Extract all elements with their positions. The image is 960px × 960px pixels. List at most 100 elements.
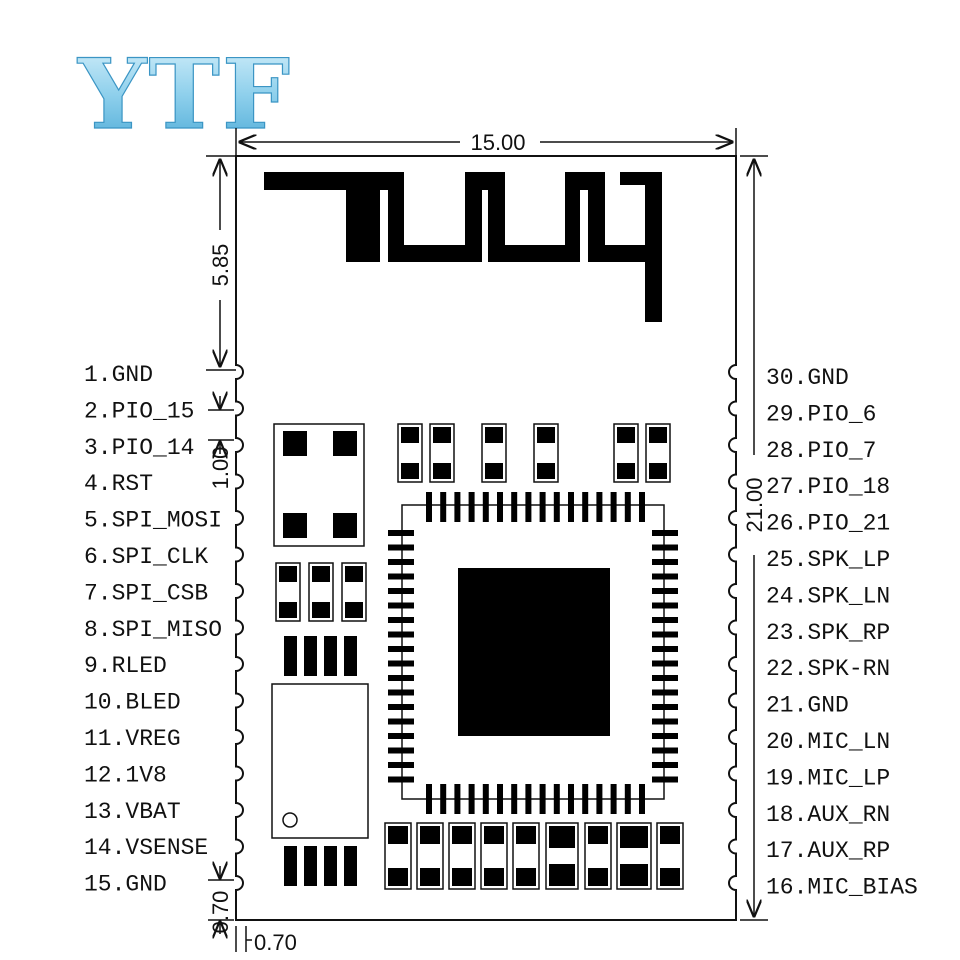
right-pin-label: 19.MIC_LP xyxy=(766,765,890,791)
chip-pin xyxy=(652,559,678,565)
chip-pin xyxy=(426,784,432,814)
right-pin-label: 29.PIO_6 xyxy=(766,401,876,427)
right-pin-label: 24.SPK_LN xyxy=(766,583,890,609)
right-pin-label: 28.PIO_7 xyxy=(766,438,876,464)
chip-pin xyxy=(388,631,414,638)
right-pin-label: 17.AUX_RP xyxy=(766,838,890,864)
left-pin-label: 5.SPI_MOSI xyxy=(84,508,222,534)
side-margin-dimension: 0.70 xyxy=(235,926,297,955)
chip-pin xyxy=(639,784,645,814)
width-dimension: 15.00 xyxy=(235,128,737,160)
chip-pin xyxy=(388,660,414,667)
chip-pin xyxy=(388,762,414,768)
left-passive-components xyxy=(275,562,367,622)
chip-pin xyxy=(596,492,603,522)
bottom-passive-components xyxy=(384,822,684,890)
passive-component xyxy=(616,822,652,890)
left-pin-label: 9.RLED xyxy=(84,653,167,679)
chip-pin xyxy=(388,776,414,783)
chip-pin xyxy=(388,617,414,623)
chip-pin xyxy=(388,530,414,536)
width-label: 15.00 xyxy=(470,130,525,155)
chip-pin xyxy=(388,733,414,739)
right-pin-label: 26.PIO_21 xyxy=(766,511,890,537)
top-passive-components xyxy=(397,423,671,483)
main-chip-thermal-pad xyxy=(458,568,610,736)
chip-pin xyxy=(388,559,414,565)
chip-pin xyxy=(652,776,678,783)
chip-pin xyxy=(652,689,678,696)
chip-pin xyxy=(639,492,645,522)
flash-chip xyxy=(271,683,369,839)
chip-pin xyxy=(388,747,414,754)
right-pin-label: 27.PIO_18 xyxy=(766,474,890,500)
chip-pin xyxy=(652,762,678,768)
passive-component xyxy=(512,822,540,890)
right-pin-labels: 30.GND 29.PIO_6 28.PIO_7 27.PIO_18 26.PIO_21… xyxy=(766,365,918,901)
chip-pin xyxy=(652,544,678,551)
chip-pin xyxy=(454,492,461,522)
passive-component xyxy=(308,562,334,622)
chip-pin xyxy=(440,492,447,522)
chip-pin xyxy=(553,492,560,522)
height-dimension: 21.00 xyxy=(740,155,768,921)
left-pin-label: 3.PIO_14 xyxy=(84,435,194,461)
chip-pin xyxy=(539,784,546,814)
passive-component xyxy=(481,423,507,483)
chip-pin xyxy=(582,784,589,814)
chip-pin xyxy=(482,784,489,814)
chip-pin xyxy=(596,784,603,814)
side-margin-label: 0.70 xyxy=(254,930,297,955)
chip-pin xyxy=(568,784,574,814)
pcb-antenna xyxy=(264,172,662,322)
pin-pitch-label: 1.00 xyxy=(208,447,233,490)
passive-component xyxy=(341,562,367,622)
passive-component xyxy=(416,822,444,890)
chip-pin xyxy=(652,704,678,710)
chip-pin xyxy=(610,784,617,814)
chip-pin xyxy=(652,573,678,580)
chip-pin xyxy=(652,631,678,638)
left-pin-label: 13.VBAT xyxy=(84,799,181,825)
right-pin-label: 22.SPK-RN xyxy=(766,656,890,682)
antenna-height-label: 5.85 xyxy=(208,244,233,287)
chip-pin xyxy=(482,492,489,522)
passive-component xyxy=(533,423,559,483)
antenna-height-dimension: 5.85 xyxy=(206,155,236,371)
passive-component xyxy=(448,822,476,890)
left-pin-label: 10.BLED xyxy=(84,690,181,716)
chip-pin xyxy=(511,492,518,522)
left-pin-label: 2.PIO_15 xyxy=(84,398,194,424)
right-pin-label: 25.SPK_LP xyxy=(766,547,890,573)
bottom-margin-dimension: 0.70 xyxy=(208,866,234,934)
left-pin-label: 1.GND xyxy=(84,362,153,388)
bottom-margin-label: 0.70 xyxy=(208,891,233,934)
chip-pin xyxy=(539,492,546,522)
chip-pin xyxy=(624,784,631,814)
left-pin-label: 4.RST xyxy=(84,471,153,497)
right-pin-label: 20.MIC_LN xyxy=(766,729,890,755)
chip-pin xyxy=(624,492,631,522)
chip-pin xyxy=(652,718,678,725)
chip-pin xyxy=(652,602,678,609)
chip-pin xyxy=(468,492,475,522)
board-outline xyxy=(235,155,737,921)
right-pin-label: 30.GND xyxy=(766,365,849,391)
chip-pin xyxy=(568,492,574,522)
height-label: 21.00 xyxy=(742,477,767,532)
chip-pin xyxy=(652,588,678,594)
crystal-component xyxy=(273,423,365,547)
brand-logo: YTF xyxy=(77,38,292,151)
chip-pin xyxy=(497,784,503,814)
chip-pin xyxy=(388,544,414,551)
right-pin-label: 16.MIC_BIAS xyxy=(766,875,918,901)
lower-ic-pads xyxy=(284,846,357,886)
left-pin-label: 7.SPI_CSB xyxy=(84,580,208,606)
chip-pin xyxy=(468,784,475,814)
left-pin-label: 8.SPI_MISO xyxy=(84,617,222,643)
chip-pin xyxy=(652,617,678,623)
right-pin-label: 23.SPK_RP xyxy=(766,620,890,646)
left-pin-label: 12.1V8 xyxy=(84,762,167,788)
chip-pin xyxy=(652,660,678,667)
